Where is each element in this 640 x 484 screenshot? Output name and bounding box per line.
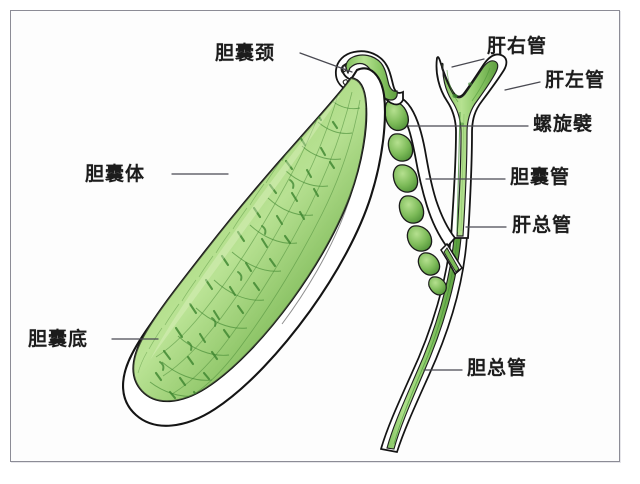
leader-gallbladder-neck — [299, 52, 353, 73]
label-gallbladder-fundus: 胆囊底 — [28, 329, 89, 350]
leader-lines — [111, 52, 541, 371]
label-gallbladder-body: 胆囊体 — [85, 164, 146, 185]
leader-right-hepatic-duct — [451, 58, 485, 68]
label-common-bile-duct: 胆总管 — [467, 358, 528, 379]
label-common-hepatic-duct: 肝总管 — [512, 215, 573, 236]
hepatic-duct-confluence — [435, 53, 508, 239]
leader-left-hepatic-duct — [504, 81, 541, 91]
spiral-valve-segments — [384, 100, 447, 296]
label-right-hepatic-duct: 肝右管 — [487, 36, 548, 57]
label-gallbladder-neck: 胆囊颈 — [215, 43, 276, 64]
label-spiral-fold: 螺旋襞 — [533, 114, 594, 135]
label-cystic-duct: 胆囊管 — [510, 167, 571, 188]
cystic-duct-structure — [380, 91, 463, 296]
label-left-hepatic-duct: 肝左管 — [545, 70, 606, 91]
gallbladder-body-structure — [122, 67, 386, 427]
